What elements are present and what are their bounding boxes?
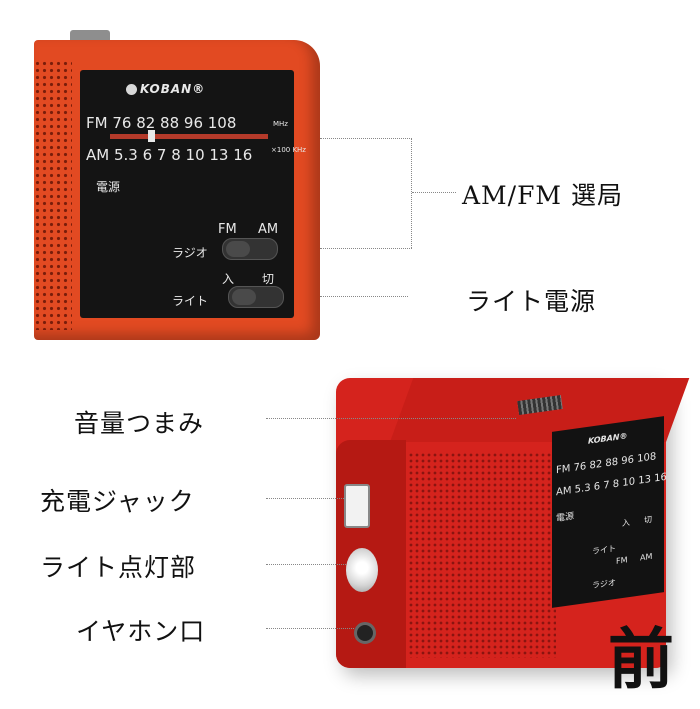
callout-light-power: ライト電源 <box>466 287 597 316</box>
callout-light-lamp: ライト点灯部 <box>40 553 197 582</box>
light-power-switch[interactable] <box>228 286 284 308</box>
light-on-label: 入 <box>622 517 630 529</box>
light-switch-label: ライト <box>592 543 616 557</box>
connector-line <box>266 564 346 565</box>
connector-line <box>266 418 516 419</box>
switch-am-label: AM <box>640 551 653 563</box>
callout-earphone-jack: イヤホン口 <box>76 617 206 646</box>
usb-charging-port[interactable] <box>344 484 370 528</box>
fm-unit: MHz <box>273 120 288 128</box>
brand-logo: KOBAN® <box>588 431 628 446</box>
fm-scale: FM 76 82 88 96 108 <box>86 114 237 132</box>
speaker-grille <box>408 452 556 658</box>
switch-fm-label: FM <box>616 555 628 566</box>
connector-line <box>320 296 408 297</box>
am-scale: AM 5.3 6 7 8 10 13 16 <box>86 146 253 164</box>
tuning-panel <box>80 70 294 318</box>
front-tuning-panel: KOBAN® FM 76 82 88 96 108 AM 5.3 6 7 8 1… <box>552 416 667 608</box>
tuning-band <box>110 134 268 139</box>
am-scale: AM 5.3 6 7 8 10 13 16 <box>556 471 667 499</box>
switch-am-label: AM <box>258 222 279 237</box>
light-on-label: 入 <box>222 272 235 286</box>
connector-line <box>320 138 412 139</box>
view-label-front: 前 <box>608 620 674 698</box>
connector-line <box>411 138 412 248</box>
earphone-jack[interactable] <box>354 622 376 644</box>
speaker-grille <box>34 60 72 330</box>
switch-fm-label: FM <box>218 222 237 237</box>
radio-switch-label: ラジオ <box>592 577 616 591</box>
tuning-pointer <box>148 130 155 142</box>
radio-switch-label: ラジオ <box>172 246 208 260</box>
callout-am-fm-tuning: AM/FM 選局 <box>462 181 623 210</box>
callout-charging-jack: 充電ジャック <box>40 487 195 516</box>
switch-nub <box>232 289 256 305</box>
light-off-label: 切 <box>644 514 652 525</box>
switch-nub <box>226 241 250 257</box>
brand-logo: KOBAN® <box>140 82 206 96</box>
fm-scale: FM 76 82 88 96 108 <box>556 451 657 477</box>
light-off-label: 切 <box>262 272 275 286</box>
light-switch-label: ライト <box>172 294 209 308</box>
connector-line <box>266 498 344 499</box>
connector-line <box>412 192 456 193</box>
connector-line <box>266 628 354 629</box>
power-label: 電源 <box>556 511 575 525</box>
light-lamp <box>346 548 378 592</box>
top-knob <box>70 30 110 42</box>
callout-volume-knob: 音量つまみ <box>74 409 205 438</box>
power-label: 電源 <box>96 180 121 194</box>
connector-line <box>320 248 412 249</box>
radio-band-switch[interactable] <box>222 238 278 260</box>
am-unit: ×100 KHz <box>271 146 306 154</box>
koban-logo-icon <box>126 84 137 95</box>
